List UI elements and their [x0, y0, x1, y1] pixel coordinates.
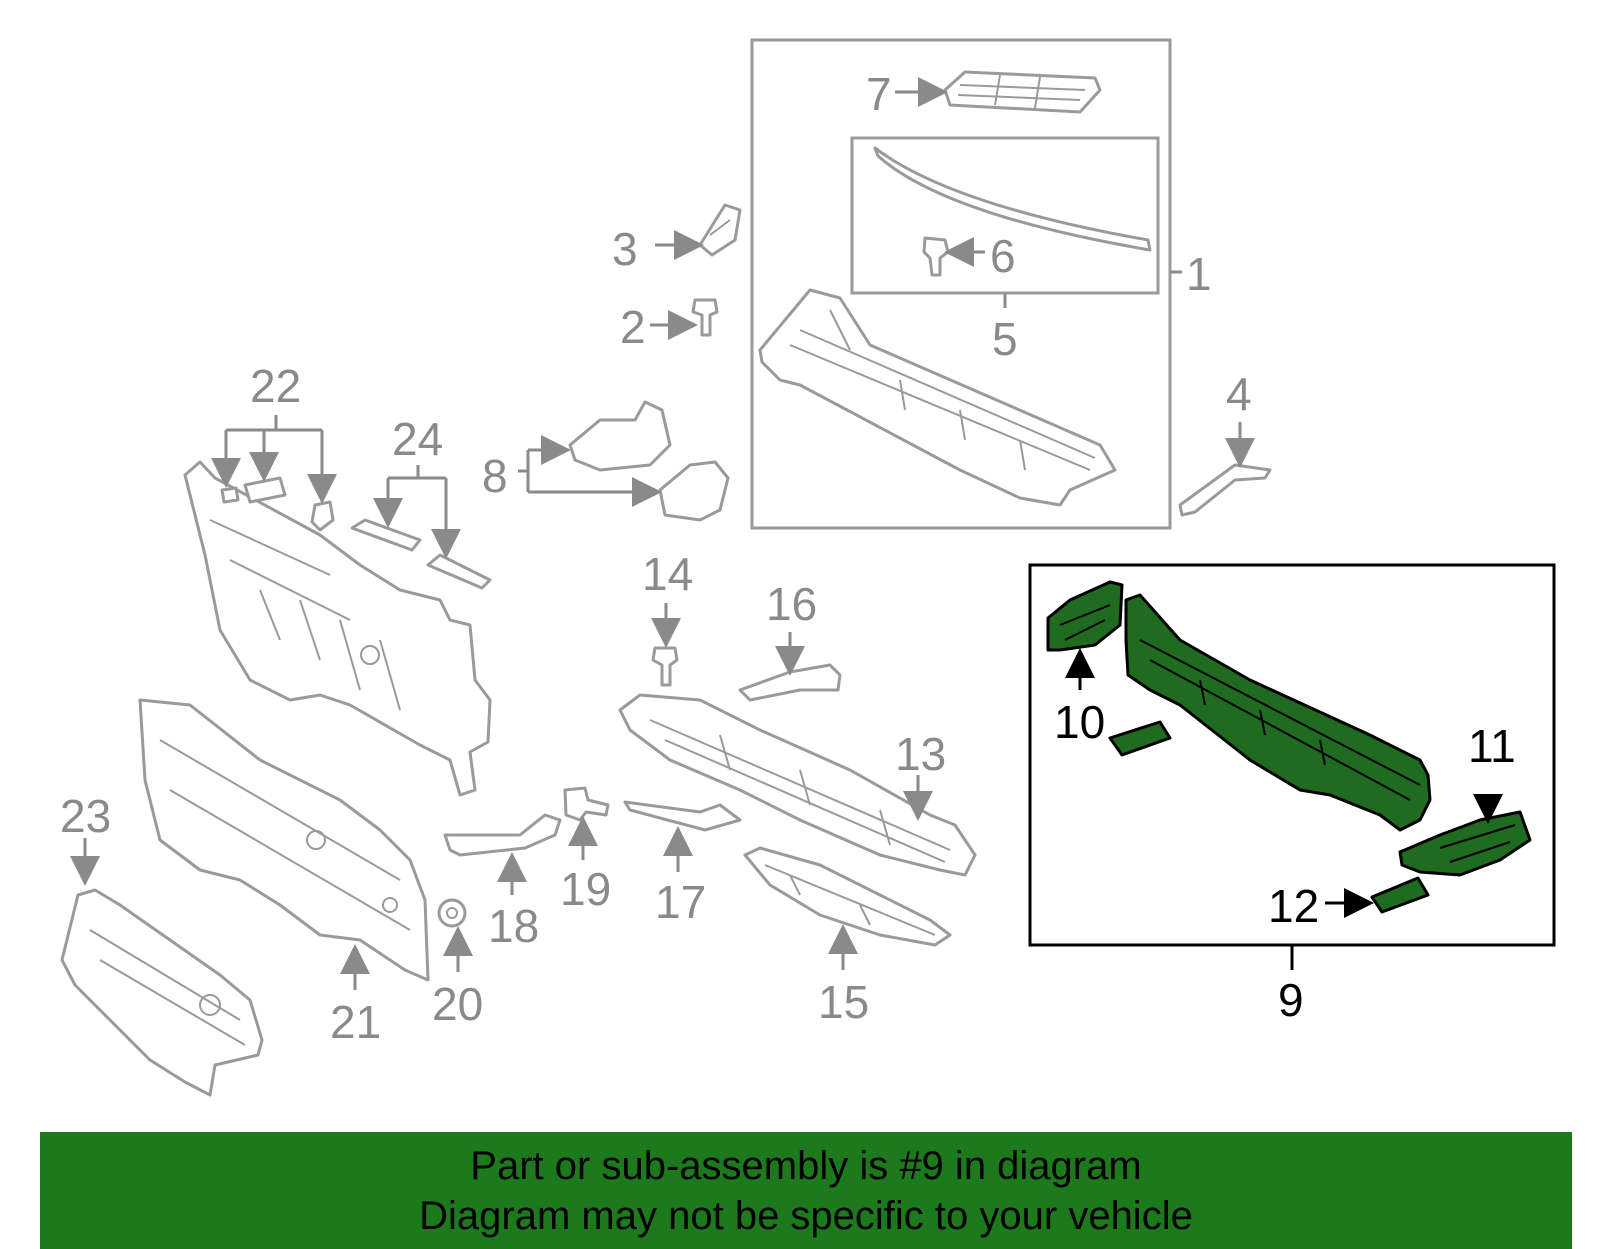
part-23-silencer — [60, 888, 264, 1097]
callout-10: 10 — [1054, 696, 1105, 748]
part-19-bolt — [563, 786, 610, 822]
part-3-bracket — [698, 203, 742, 257]
part-cowl-top-panel — [758, 288, 1117, 507]
callout-17: 17 — [655, 876, 706, 928]
part-5-seal-strip — [873, 146, 1152, 252]
callout-7: 7 — [866, 68, 892, 120]
part-13-cowl-inner — [618, 693, 977, 877]
part-8-brackets — [568, 400, 730, 522]
callout-1: 1 — [1186, 248, 1212, 300]
callout-2: 2 — [620, 301, 646, 353]
callout-3: 3 — [612, 223, 638, 275]
part-21-insulator — [138, 698, 430, 982]
callout-15: 15 — [818, 976, 869, 1028]
part-9-cowl-panel — [1124, 593, 1432, 832]
part-2-bolt — [691, 298, 719, 337]
callout-13: 13 — [895, 728, 946, 780]
callout-12: 12 — [1268, 880, 1319, 932]
part-12-pads — [1108, 720, 1430, 914]
part-7-grille — [943, 70, 1102, 114]
callout-24: 24 — [392, 413, 443, 465]
part-20-nut — [437, 898, 467, 928]
part-15-cowl-lower — [743, 846, 952, 947]
assembly-1-box — [750, 38, 1172, 530]
callout-18: 18 — [488, 900, 539, 952]
part-22-fasteners — [220, 476, 335, 532]
part-11-bracket — [1398, 810, 1532, 877]
callout-21: 21 — [330, 996, 381, 1048]
notice-line-2: Diagram may not be specific to your vehi… — [419, 1193, 1193, 1238]
callout-8: 8 — [482, 450, 508, 502]
part-14-bolt — [651, 646, 679, 687]
callout-16: 16 — [766, 578, 817, 630]
part-17-strip — [623, 800, 742, 832]
part-dash-panel — [183, 460, 492, 797]
notice-line-1: Part or sub-assembly is #9 in diagram — [470, 1143, 1142, 1188]
callout-4: 4 — [1226, 368, 1252, 420]
callout-14: 14 — [642, 548, 693, 600]
callout-20: 20 — [432, 978, 483, 1030]
callout-11: 11 — [1468, 720, 1516, 772]
callout-19: 19 — [560, 863, 611, 915]
part-10-bracket — [1046, 580, 1124, 652]
callout-5: 5 — [992, 313, 1018, 365]
part-6-clip — [922, 236, 950, 277]
part-16-bracket — [738, 663, 842, 702]
part-18-bracket — [443, 813, 562, 857]
part-4-bracket — [1178, 463, 1272, 517]
callout-22: 22 — [250, 360, 301, 412]
callout-6: 6 — [990, 230, 1016, 282]
notice-banner: Part or sub-assembly is #9 in diagram Di… — [40, 1132, 1572, 1249]
callout-23: 23 — [60, 790, 111, 842]
callout-9: 9 — [1278, 974, 1304, 1026]
